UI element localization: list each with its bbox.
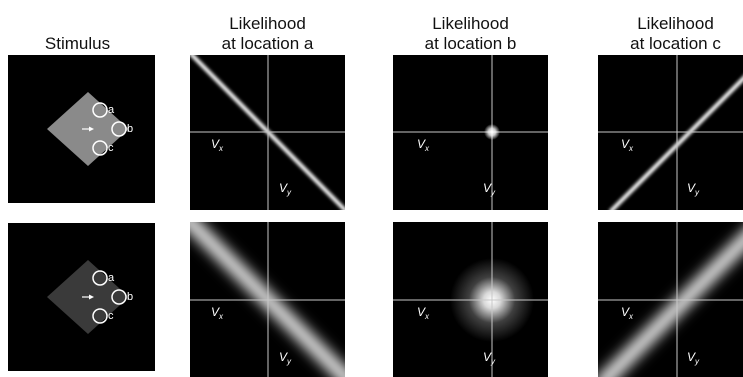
location-b-label: b <box>127 291 133 303</box>
likelihood-b-header: Likelihood at location b <box>393 14 548 54</box>
likelihood-c-header: Likelihood at location c <box>598 14 743 54</box>
likelihood-a-header: Likelihood at location a <box>190 14 345 54</box>
vy-label: Vy <box>279 181 292 197</box>
vy-label: Vy <box>483 181 496 197</box>
likelihood-b-header-line1: Likelihood <box>432 14 509 33</box>
stimulus-svg-high-contrast: a b c <box>47 92 133 166</box>
stimulus-header: Stimulus <box>44 34 111 53</box>
likelihood-a-svg-low: Vx Vy <box>190 222 345 377</box>
likelihood-b-svg-low: Vx Vy <box>393 222 548 377</box>
motion-arrow-icon <box>82 126 94 132</box>
likelihood-spot <box>484 124 500 140</box>
location-c-circle <box>92 140 108 156</box>
likelihood-c-svg-high: Vx Vy <box>598 55 743 210</box>
likelihood-a-header-line2: at location a <box>221 34 314 53</box>
vy-label: Vy <box>279 350 292 366</box>
likelihood-c-panel-high-contrast: Vx Vy <box>598 55 743 210</box>
location-c-label: c <box>108 142 114 154</box>
likelihood-c-panel-low-contrast: Vx Vy <box>598 222 743 377</box>
motion-arrow-icon <box>82 294 94 300</box>
location-a-circle <box>92 102 108 118</box>
location-c-label: c <box>108 310 114 322</box>
stimulus-panel-high-contrast: a b c <box>8 55 155 203</box>
vy-label: Vy <box>483 350 496 366</box>
likelihood-a-svg-high: Vx Vy <box>190 55 345 210</box>
likelihood-c-header-line1: Likelihood <box>637 14 714 33</box>
vx-label: Vx <box>211 305 224 321</box>
likelihood-b-panel-high-contrast: Vx Vy <box>393 55 548 210</box>
location-c-circle <box>92 308 108 324</box>
likelihood-c-svg-low: Vx Vy <box>598 222 743 377</box>
location-a-circle <box>92 270 108 286</box>
location-b-circle <box>111 121 127 137</box>
vx-label: Vx <box>417 305 430 321</box>
location-b-label: b <box>127 123 133 135</box>
vx-label: Vx <box>621 305 634 321</box>
vx-label: Vx <box>621 137 634 153</box>
location-b-circle <box>111 289 127 305</box>
likelihood-a-panel-low-contrast: Vx Vy <box>190 222 345 377</box>
stimulus-svg-low-contrast: a b c <box>47 260 133 334</box>
likelihood-b-header-line2: at location b <box>424 34 517 53</box>
likelihood-b-panel-low-contrast: Vx Vy <box>393 222 548 377</box>
stimulus-panel-low-contrast: a b c <box>8 223 155 371</box>
vy-label: Vy <box>687 350 700 366</box>
location-a-label: a <box>108 272 115 284</box>
likelihood-a-header-line1: Likelihood <box>229 14 306 33</box>
likelihood-a-panel-high-contrast: Vx Vy <box>190 55 345 210</box>
vx-label: Vx <box>417 137 430 153</box>
vx-label: Vx <box>211 137 224 153</box>
location-a-label: a <box>108 104 115 116</box>
vy-label: Vy <box>687 181 700 197</box>
likelihood-b-svg-high: Vx Vy <box>393 55 548 210</box>
likelihood-c-header-line2: at location c <box>630 34 721 53</box>
